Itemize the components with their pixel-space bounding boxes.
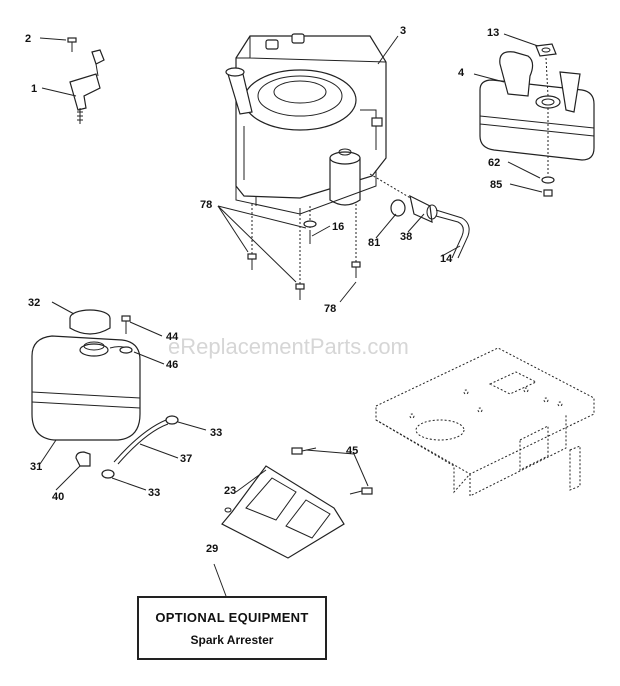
callout-14: 14 [440,253,453,265]
callout-62: 62 [488,157,500,169]
optional-equipment-box: OPTIONAL EQUIPMENT Spark Arrester [137,596,327,660]
optional-equipment-title: OPTIONAL EQUIPMENT [155,609,309,625]
callout-37: 37 [180,453,192,465]
callout-labels: 2 1 3 13 4 62 85 78 16 81 38 14 78 32 44… [25,25,502,555]
fuel-hose-assembly [101,415,179,479]
engine [225,33,425,300]
fuel-line-assembly [390,194,470,259]
callout-1: 1 [31,83,37,95]
callout-29: 29 [206,543,218,555]
spark-arrester-shield [221,447,373,559]
callout-16: 16 [332,221,344,233]
watermark: eReplacementParts.com [168,334,409,359]
throttle-control-assembly [67,37,105,124]
callout-31: 31 [30,461,42,473]
callout-85: 85 [490,179,502,191]
callout-40: 40 [52,491,64,503]
callout-13: 13 [487,27,499,39]
muffler-assembly [479,43,595,197]
fuel-tank-assembly [31,309,141,467]
leader-lines [39,33,543,597]
spark-arrester-label: Spark Arrester [190,632,274,647]
callout-78-top: 78 [200,199,212,211]
callout-33-top: 33 [210,427,222,439]
callout-78-bottom: 78 [324,303,336,315]
callout-46: 46 [166,359,178,371]
tractor-frame [375,347,595,497]
callout-23: 23 [224,485,236,497]
callout-45: 45 [346,445,358,457]
callout-4: 4 [458,67,465,79]
callout-38: 38 [400,231,412,243]
callout-81: 81 [368,237,380,249]
callout-32: 32 [28,297,40,309]
callout-3: 3 [400,25,406,37]
callout-44: 44 [166,331,179,343]
callout-33-bottom: 33 [148,487,160,499]
callout-2: 2 [25,33,31,45]
